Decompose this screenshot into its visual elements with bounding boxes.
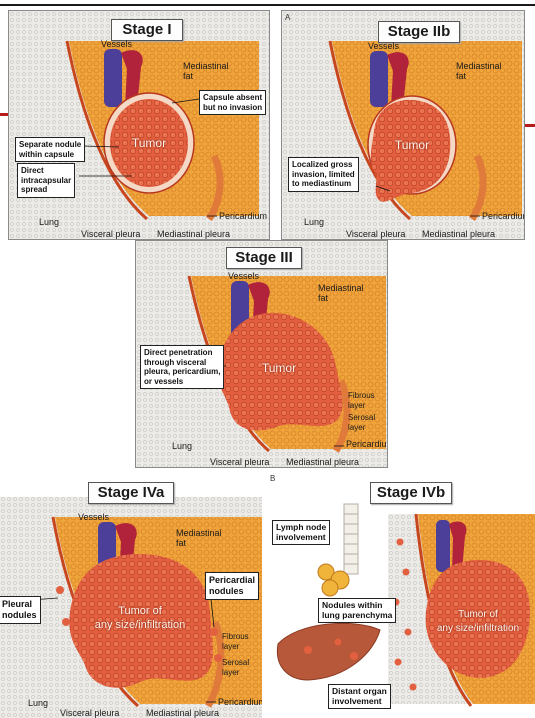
stage-1-illustration	[9, 11, 270, 240]
tumor-label: Tumor of any size/infiltration	[428, 608, 528, 636]
fibrous-layer-label: Fibrous layer	[348, 391, 375, 411]
callout-lymph-node: Lymph node involvement	[272, 520, 330, 545]
mediastinal-pleura-label: Mediastinal pleura	[286, 457, 359, 467]
mediastinal-fat-label: Mediastinal fat	[318, 283, 364, 303]
liver-metastasis	[304, 646, 312, 654]
pericardial-nodule	[210, 628, 218, 636]
vessel-blue	[436, 520, 450, 572]
callout-distant-organ: Distant organ involvement	[328, 684, 391, 709]
pericardium-label: Pericardium	[346, 439, 388, 449]
stage-2b-illustration	[282, 11, 525, 240]
lung-label: Lung	[172, 441, 192, 451]
lung-nodule	[403, 569, 410, 576]
pericardium-label: Pericardium	[482, 211, 525, 221]
stage-2b-title: Stage IIb	[378, 21, 460, 43]
lymph-node	[322, 580, 338, 596]
mediastinal-fat-label: Mediastinal fat	[456, 61, 502, 81]
tumor-label: Tumor	[251, 361, 307, 375]
vessel-blue	[104, 49, 122, 107]
stage-4b-title: Stage IVb	[370, 482, 452, 504]
stage-3-title: Stage III	[226, 247, 302, 269]
mediastinal-fat-label: Mediastinal fat	[176, 528, 222, 548]
panel-stage-4a: Stage IVa Vessels Mediastinal fat Tumor …	[0, 472, 262, 718]
top-rule	[0, 4, 535, 6]
visceral-pleura-label: Visceral pleura	[346, 229, 405, 239]
fibrous-layer-label: Fibrous layer	[222, 632, 249, 652]
tumor-label: Tumor	[121, 136, 177, 150]
vessels-label: Vessels	[78, 512, 109, 522]
mediastinal-fat-label: Mediastinal fat	[183, 61, 229, 81]
lung-nodule	[410, 684, 417, 691]
callout-direct-penetration: Direct penetration through visceral pleu…	[140, 345, 224, 389]
liver-metastasis	[350, 652, 358, 660]
callout-separate-nodule: Separate nodule within capsule	[15, 137, 85, 162]
panel-stage-2b: A Stage IIb Vessels Mediastinal fat Tumo…	[281, 10, 525, 240]
pleural-nodule	[62, 618, 70, 626]
callout-nodules-lung: Nodules within lung parenchyma	[318, 598, 396, 623]
panel-letter-b: B	[270, 474, 275, 483]
callout-localized-invasion: Localized gross invasion, limited to med…	[288, 157, 359, 192]
mediastinal-pleura-label: Mediastinal pleura	[146, 708, 219, 718]
lung-label: Lung	[39, 217, 59, 227]
panel-stage-3: Stage III Vessels Mediastinal fat Tumor …	[135, 240, 388, 468]
lung-nodule	[395, 659, 402, 666]
vessels-label: Vessels	[101, 39, 132, 49]
vessels-label: Vessels	[228, 271, 259, 281]
pericardium-label: Pericardium	[219, 211, 267, 221]
callout-pericardial-nodules: Pericardial nodules	[205, 572, 259, 600]
tumor-label: Tumor	[384, 138, 440, 152]
liver-metastasis	[335, 639, 342, 646]
lung-nodule	[397, 539, 404, 546]
panel-stage-1: Stage I Vessels Mediastinal fat Tumor Ca…	[8, 10, 270, 240]
pleural-nodule	[56, 586, 64, 594]
panel-stage-4b: B Stage IVb Lymph node involvement Nodul…	[268, 472, 535, 718]
tumor-label: Tumor of any size/infiltration	[80, 604, 200, 632]
panel-letter-a: A	[285, 13, 290, 22]
lung-nodule	[405, 629, 412, 636]
vessels-label: Vessels	[368, 41, 399, 51]
pericardial-nodule	[214, 654, 222, 662]
visceral-pleura-label: Visceral pleura	[81, 229, 140, 239]
callout-intracapsular-spread: Direct intracapsular spread	[17, 163, 75, 198]
stage-1-title: Stage I	[111, 19, 183, 41]
callout-capsule-absent: Capsule absent but no invasion	[199, 90, 266, 115]
serosal-layer-label: Serosal layer	[348, 413, 375, 433]
lung-label: Lung	[28, 698, 48, 708]
callout-pleural-nodules: Pleural nodules	[0, 596, 41, 624]
pericardium-label: Pericardium	[218, 697, 262, 707]
visceral-pleura-label: Visceral pleura	[60, 708, 119, 718]
liver	[277, 623, 380, 680]
vessel-blue	[370, 51, 388, 107]
stage-4b-illustration	[268, 472, 535, 718]
visceral-pleura-label: Visceral pleura	[210, 457, 269, 467]
stage-4a-title: Stage IVa	[88, 482, 174, 504]
lung-label: Lung	[304, 217, 324, 227]
mediastinal-pleura-label: Mediastinal pleura	[422, 229, 495, 239]
mediastinal-pleura-label: Mediastinal pleura	[157, 229, 230, 239]
serosal-layer-label: Serosal layer	[222, 658, 249, 678]
